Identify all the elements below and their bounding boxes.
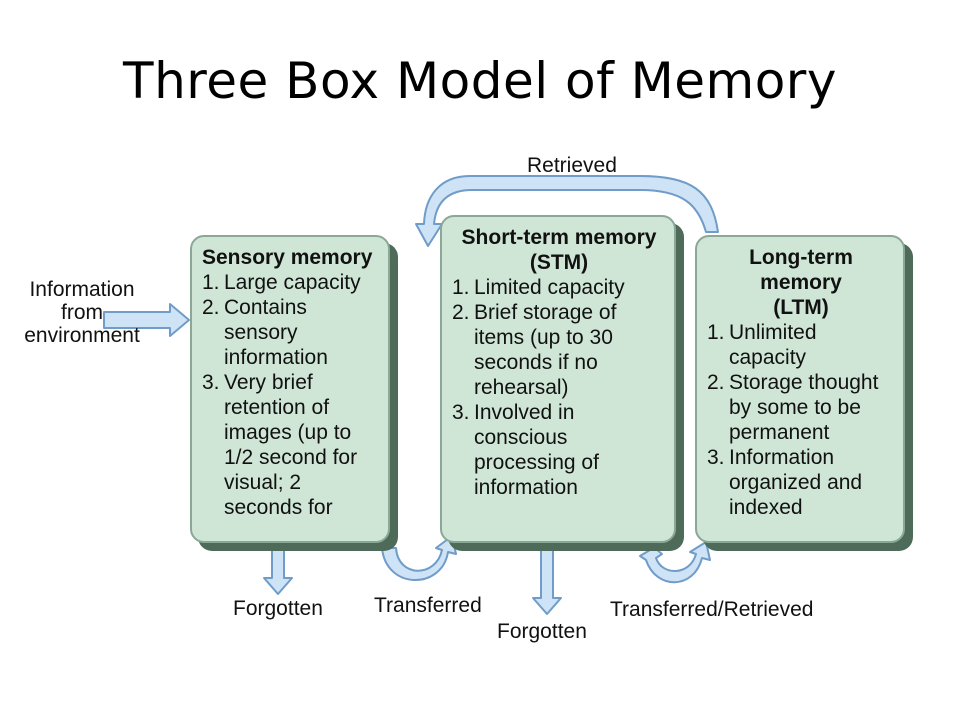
forgotten-arrow-sensory <box>263 547 293 595</box>
long-term-memory-box: Long-term memory (LTM) 1.Unlimited capac… <box>695 235 905 543</box>
information-from-environment-label: Information from environment <box>24 278 140 347</box>
sensory-item-2: 2.Contains sensory information <box>202 296 328 369</box>
ltm-item-3: 3.Information organized and indexed <box>707 446 863 519</box>
transferred-label: Transferred <box>374 594 482 617</box>
transferred-retrieved-arrow <box>639 541 711 584</box>
input-arrow <box>103 303 190 337</box>
forgotten-label-stm: Forgotten <box>497 620 587 643</box>
sensory-memory-box: Sensory memory 1.Large capacity 2.Contai… <box>190 235 390 543</box>
retrieved-label: Retrieved <box>527 154 617 177</box>
ltm-item-1: 1.Unlimited capacity <box>707 321 817 369</box>
short-term-memory-box: Short-term memory (STM) 1.Limited capaci… <box>440 215 676 543</box>
stm-item-3: 3.Involved in conscious processing of in… <box>452 401 599 499</box>
forgotten-label-sensory: Forgotten <box>233 597 323 620</box>
retrieved-arrow <box>415 175 719 247</box>
sensory-item-1: 1.Large capacity <box>202 271 361 294</box>
sensory-item-3: 3.Very brief retention of images (up to … <box>202 371 358 519</box>
transferred-retrieved-label: Transferred/Retrieved <box>610 598 814 621</box>
ltm-title: Long-term memory (LTM) <box>749 246 853 319</box>
stm-title: Short-term memory (STM) <box>461 226 657 274</box>
stm-item-1: 1.Limited capacity <box>452 276 625 299</box>
stm-item-2: 2.Brief storage of items (up to 30 secon… <box>452 301 617 399</box>
forgotten-arrow-stm <box>532 547 562 615</box>
ltm-item-2: 2.Storage thought by some to be permanen… <box>707 371 879 444</box>
transferred-arrow <box>381 535 457 581</box>
sensory-memory-title: Sensory memory <box>202 246 373 269</box>
page-title: Three Box Model of Memory <box>123 52 837 110</box>
